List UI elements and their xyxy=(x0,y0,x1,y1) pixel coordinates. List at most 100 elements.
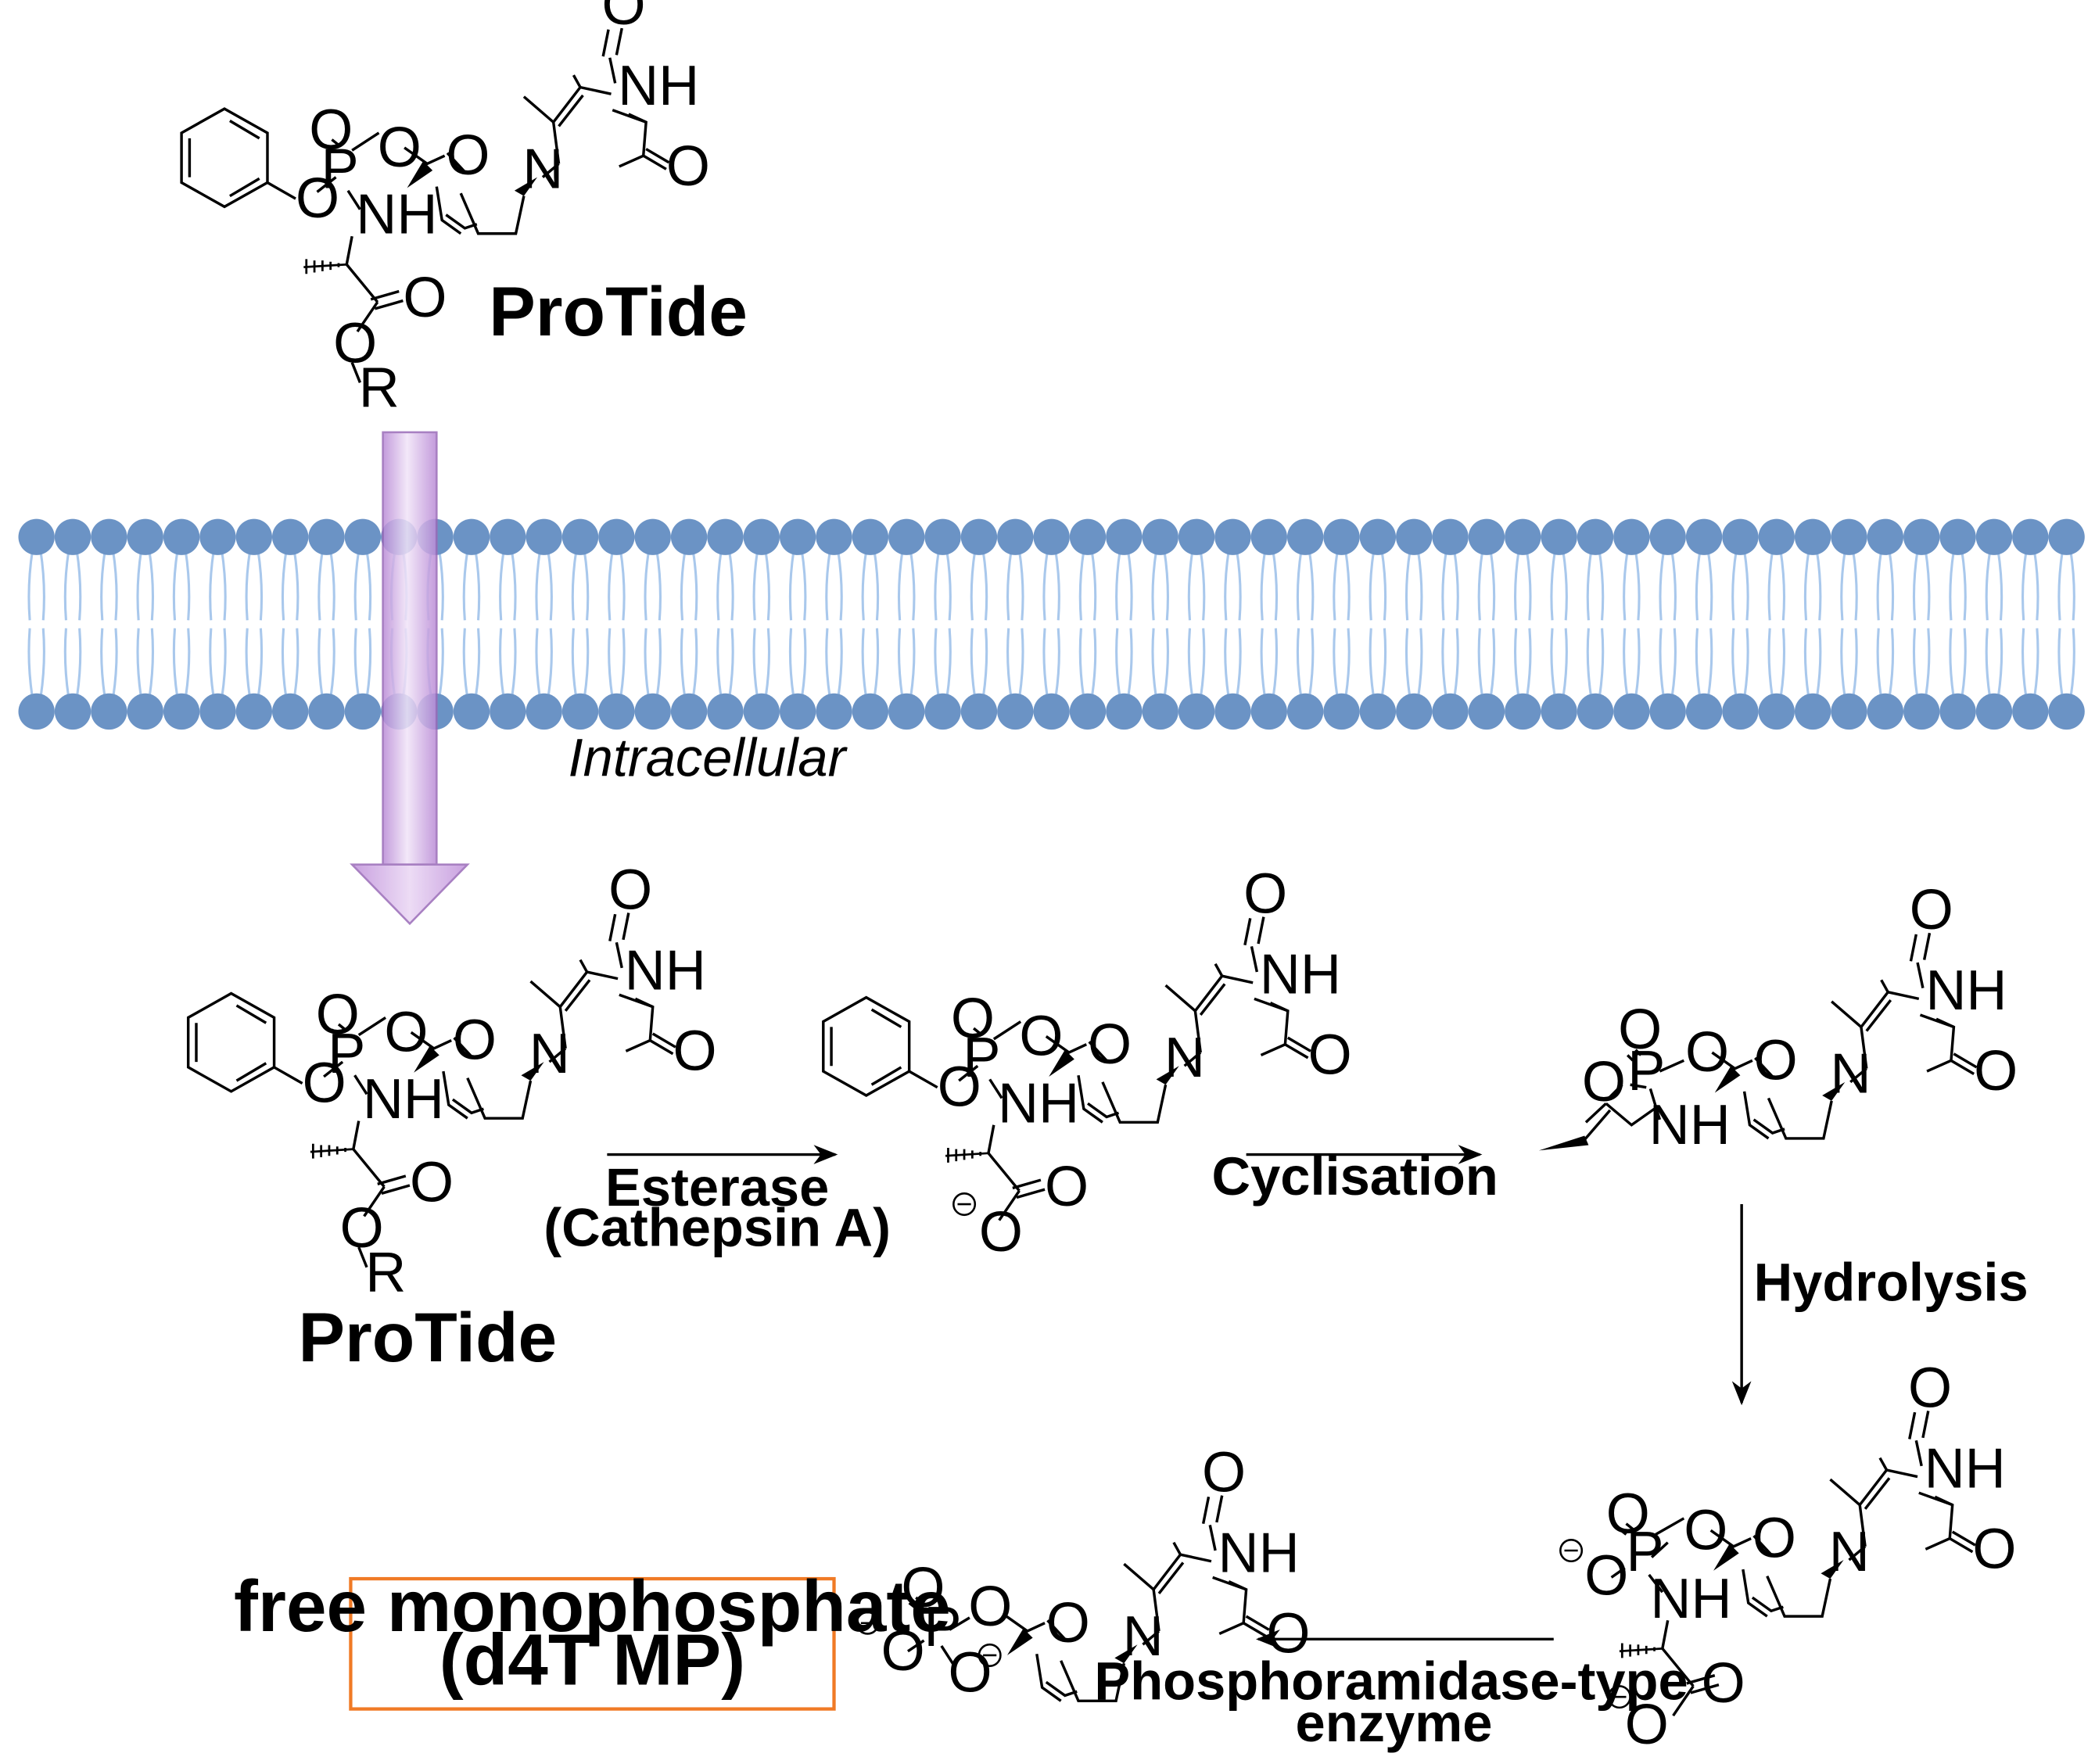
lipid-tail xyxy=(2069,550,2075,621)
protide-structure-intracellular: O P O NH O O R O xyxy=(186,857,719,1304)
lipid-tail xyxy=(1803,628,1810,699)
lipid-tail xyxy=(510,628,517,699)
lipid-head xyxy=(561,693,599,730)
lipid-tail xyxy=(1949,628,1955,699)
lipid-tail xyxy=(112,550,118,621)
lipid-tail xyxy=(934,550,940,621)
lipid-tail xyxy=(75,550,82,621)
lipid-tail xyxy=(1598,628,1605,699)
lipid-tail xyxy=(535,628,542,699)
lipid-head xyxy=(997,518,1034,555)
lipid-tail xyxy=(837,628,843,699)
lipid-head xyxy=(779,693,816,730)
lipid-head xyxy=(598,693,635,730)
lipid-tail xyxy=(800,550,807,621)
lipid-tail xyxy=(1126,628,1133,699)
lipid-tail xyxy=(1369,628,1376,699)
lipid-head xyxy=(1867,518,1904,555)
lipid-head xyxy=(634,693,671,730)
svg-text:R: R xyxy=(365,1242,406,1304)
lipid-tail xyxy=(1731,628,1738,699)
lipid-head xyxy=(2012,693,2049,730)
lipid-tail xyxy=(1743,628,1749,699)
lipid-tail xyxy=(934,628,940,699)
lipid-head xyxy=(127,518,163,555)
lipid-tail xyxy=(571,628,578,699)
lipid-tail xyxy=(583,628,590,699)
lipid-head xyxy=(1468,693,1505,730)
lipid-head xyxy=(1939,518,1976,555)
lipid-tails-top xyxy=(27,550,2075,621)
lipid-head xyxy=(1903,693,1940,730)
lipid-head xyxy=(1649,518,1686,555)
lipid-tail xyxy=(1333,628,1339,699)
lipid-tail xyxy=(63,628,70,699)
final-product-subtitle: (d4T MP) xyxy=(439,1619,745,1701)
lipid-head xyxy=(344,693,382,730)
lipid-tail xyxy=(329,628,335,699)
lipid-tail xyxy=(39,550,45,621)
lipid-heads-top xyxy=(18,518,2085,555)
lipid-tail xyxy=(256,628,264,699)
lipid-tail xyxy=(39,628,45,699)
lipid-head xyxy=(888,693,925,730)
lipid-head xyxy=(235,693,272,730)
lipid-tail xyxy=(462,550,469,621)
lipid-tail xyxy=(365,628,372,699)
lipid-head xyxy=(199,518,236,555)
lipid-head xyxy=(1649,693,1686,730)
lipid-tail xyxy=(897,550,904,621)
svg-text:O: O xyxy=(1606,1483,1650,1546)
esterase-label: Esterase xyxy=(605,1157,829,1217)
lipid-tail xyxy=(655,550,662,621)
svg-text:O: O xyxy=(378,117,422,179)
lipid-head xyxy=(18,518,55,555)
lipid-head xyxy=(1939,693,1976,730)
lipid-tail xyxy=(1453,550,1459,621)
lipid-tail xyxy=(1090,550,1097,621)
svg-text:O: O xyxy=(938,1056,981,1119)
lipid-tail xyxy=(148,550,155,621)
lipid-head xyxy=(1758,693,1795,730)
svg-text:R: R xyxy=(359,357,400,419)
lipid-tail xyxy=(245,628,252,699)
lipid-tail xyxy=(655,628,662,699)
lipid-tail xyxy=(1815,550,1822,621)
lipid-head xyxy=(1214,518,1251,555)
svg-text:O: O xyxy=(968,1576,1012,1638)
lipid-tail xyxy=(510,550,517,621)
lipid-head xyxy=(271,693,309,730)
lipid-tail xyxy=(1489,628,1496,699)
lipid-tail xyxy=(1296,628,1303,699)
lipid-tail xyxy=(1670,628,1677,699)
lipid-tail xyxy=(897,628,904,699)
lipid-head xyxy=(634,518,671,555)
svg-text:NH: NH xyxy=(363,1068,444,1131)
svg-text:O: O xyxy=(1618,999,1662,1061)
lipid-head xyxy=(924,518,961,555)
lipid-head xyxy=(743,518,780,555)
lipid-head xyxy=(1323,518,1360,555)
svg-text:P: P xyxy=(1627,1040,1665,1102)
hydrolysis-label: Hydrolysis xyxy=(1754,1253,2029,1313)
lipid-tail xyxy=(1695,550,1702,621)
svg-text:O: O xyxy=(1625,1694,1669,1756)
lipid-tail xyxy=(221,628,227,699)
lipid-head xyxy=(1069,518,1107,555)
lipid-head xyxy=(1214,693,1251,730)
svg-text:P: P xyxy=(328,1023,365,1085)
lipid-tail xyxy=(1550,550,1557,621)
lipid-tail xyxy=(1489,550,1496,621)
lipid-tail xyxy=(1054,550,1060,621)
lipid-tail xyxy=(1006,628,1013,699)
lipid-tail xyxy=(2069,628,2075,699)
lipid-tail xyxy=(608,550,614,621)
lipid-tail xyxy=(1260,628,1267,699)
lipid-tail xyxy=(909,628,916,699)
lipid-tail xyxy=(1767,550,1774,621)
lipid-tail xyxy=(1876,550,1883,621)
svg-text:P: P xyxy=(321,138,359,200)
lipid-tail xyxy=(1623,550,1629,621)
lipid-tail xyxy=(1960,550,1967,621)
